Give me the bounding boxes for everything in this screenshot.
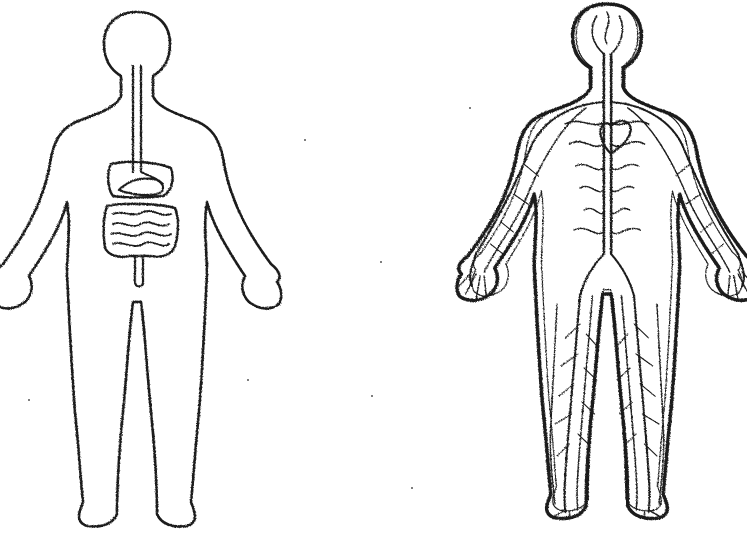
blood-vessels bbox=[459, 12, 747, 518]
inner-outline-right bbox=[472, 4, 742, 511]
digestive-system-figure bbox=[0, 12, 281, 527]
circulatory-system-figure bbox=[457, 4, 747, 519]
esophagus bbox=[133, 66, 141, 172]
body-outline-right bbox=[457, 4, 747, 519]
intestines bbox=[104, 204, 178, 287]
scan-noise bbox=[28, 107, 520, 489]
